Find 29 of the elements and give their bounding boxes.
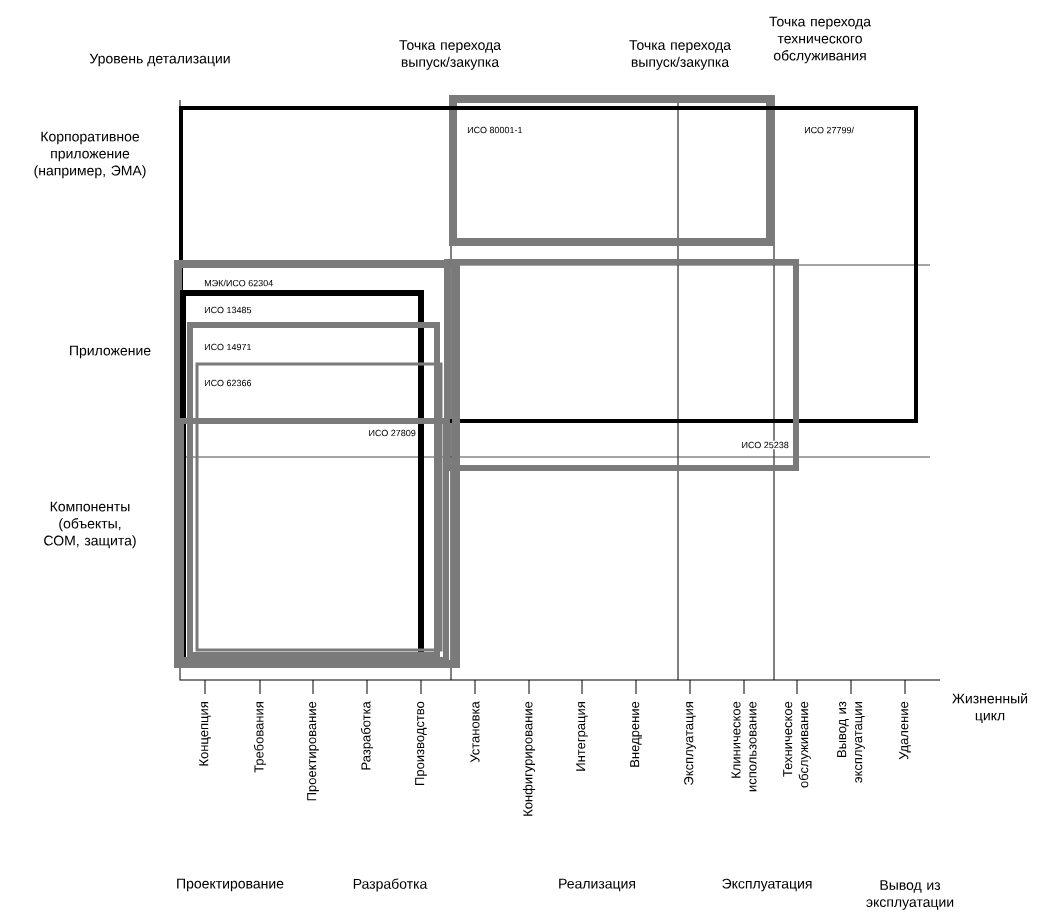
standard-frame: ИСО 27809 bbox=[178, 418, 449, 663]
standard-frame: ИСО 25238 bbox=[444, 259, 799, 471]
stage-label: Разработка bbox=[360, 701, 374, 770]
phase-label: Эксплуатация bbox=[722, 878, 812, 892]
stage-label: Установка bbox=[470, 701, 480, 763]
stage-label: Производство bbox=[415, 701, 427, 785]
stage-label: Концепция bbox=[199, 702, 211, 766]
axis-title: Уровень детализации bbox=[89, 53, 230, 67]
level-label: Компоненты (объекты, СОМ, защита) bbox=[44, 501, 136, 549]
stage-label: Требования bbox=[253, 702, 267, 773]
level-label: Корпоративное приложение (например, ЭМА) bbox=[34, 131, 146, 179]
standard-frame: ИСО 80001-1 bbox=[449, 95, 774, 246]
transition-label: Точка перехода технического обслуживания bbox=[769, 16, 872, 64]
stage-label: Конфигурирование bbox=[522, 701, 536, 816]
phase-label: Реализация bbox=[559, 878, 635, 892]
stage-label: Интеграция bbox=[576, 702, 588, 771]
level-label: Приложение bbox=[70, 345, 151, 359]
stage-label: Проектирование bbox=[307, 701, 319, 801]
stage-label: Клиническое использование bbox=[731, 701, 757, 792]
transition-label: Точка перехода выпуск/закупка bbox=[399, 40, 501, 70]
phase-label: Проектирование bbox=[177, 878, 284, 892]
axis-title: Жизненный цикл bbox=[952, 692, 1028, 724]
stage-label: Вывод из эксплуатации bbox=[837, 701, 865, 783]
phase-label: Разработка bbox=[353, 878, 428, 892]
transition-label: Точка перехода выпуск/закупка bbox=[629, 40, 731, 70]
phase-label: Вывод из эксплуатации bbox=[866, 880, 954, 910]
stage-label: Эксплуатация bbox=[684, 702, 696, 785]
stage-label: Удаление bbox=[899, 701, 911, 760]
stage-label: Внедрение bbox=[630, 701, 642, 767]
